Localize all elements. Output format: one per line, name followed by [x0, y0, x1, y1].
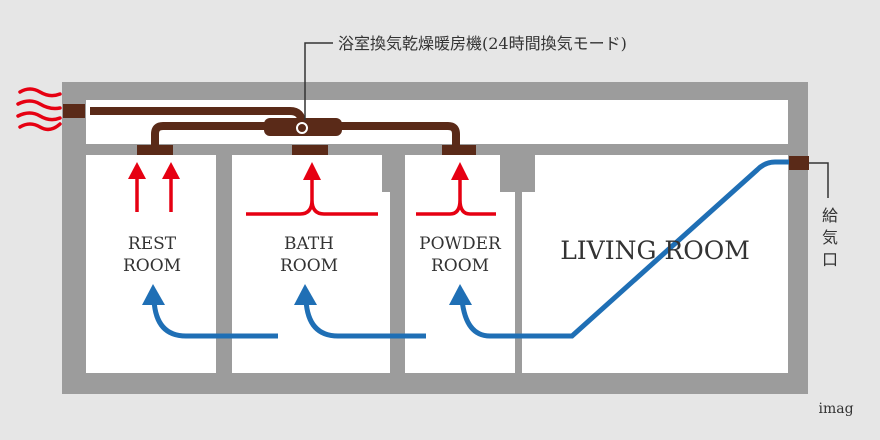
fresh-air-rest-arrowhead: [142, 284, 165, 305]
fresh-air-flow: [142, 159, 789, 339]
powder-room-label-line1: POWDER: [419, 234, 502, 254]
fresh-air-main-path: [459, 159, 789, 339]
powder-room-grille: [442, 145, 476, 155]
exhaust-wave-icon: [16, 87, 62, 132]
rest-exhaust-arrowhead-left: [128, 162, 146, 179]
bath-room-grille: [292, 145, 328, 155]
supply-air-label-char2: 気: [822, 228, 838, 247]
supply-air-label-char3: 口: [822, 250, 838, 269]
bath-room-area-lower: [232, 192, 390, 373]
exhaust-arrows: [128, 162, 496, 216]
outdoor-exhaust-outlet: [63, 104, 85, 118]
bath-room-label-line1: BATH: [284, 234, 334, 254]
fresh-air-bath-arrowhead: [294, 284, 317, 305]
unit-callout-line: [304, 42, 333, 120]
fresh-air-rest-branch: [151, 299, 278, 339]
rest-room-grille: [137, 145, 173, 155]
bath-exhaust-arrow: [246, 178, 378, 216]
living-room-area: [535, 155, 788, 373]
living-room-area-lower: [522, 192, 552, 373]
fresh-air-powder-arrowhead: [449, 284, 472, 305]
powder-room-area-lower: [405, 192, 515, 373]
rest-room-label-line1: REST: [128, 234, 177, 254]
unit-name-label: 浴室換気乾燥暖房機(24時間換気モード): [338, 34, 627, 53]
rest-exhaust-arrowhead-right: [162, 162, 180, 179]
supply-air-inlet: [789, 156, 809, 170]
living-room-label: LIVING ROOM: [560, 236, 750, 265]
image-watermark: imag: [818, 401, 853, 417]
powder-room-label-line2: ROOM: [431, 256, 489, 276]
ventilation-fan-icon: [296, 122, 308, 134]
exhaust-duct-system: [63, 104, 809, 170]
supply-air-label-char1: 給: [822, 206, 838, 225]
rest-room-label-line2: ROOM: [123, 256, 181, 276]
ventilation-unit: [264, 118, 342, 136]
powder-exhaust-arrowhead: [451, 162, 469, 180]
powder-exhaust-arrow: [416, 178, 496, 216]
fresh-air-bath-branch: [303, 299, 426, 339]
bath-room-label-line2: ROOM: [280, 256, 338, 276]
supply-callout-line: [809, 162, 829, 198]
bath-exhaust-arrowhead: [303, 162, 321, 180]
